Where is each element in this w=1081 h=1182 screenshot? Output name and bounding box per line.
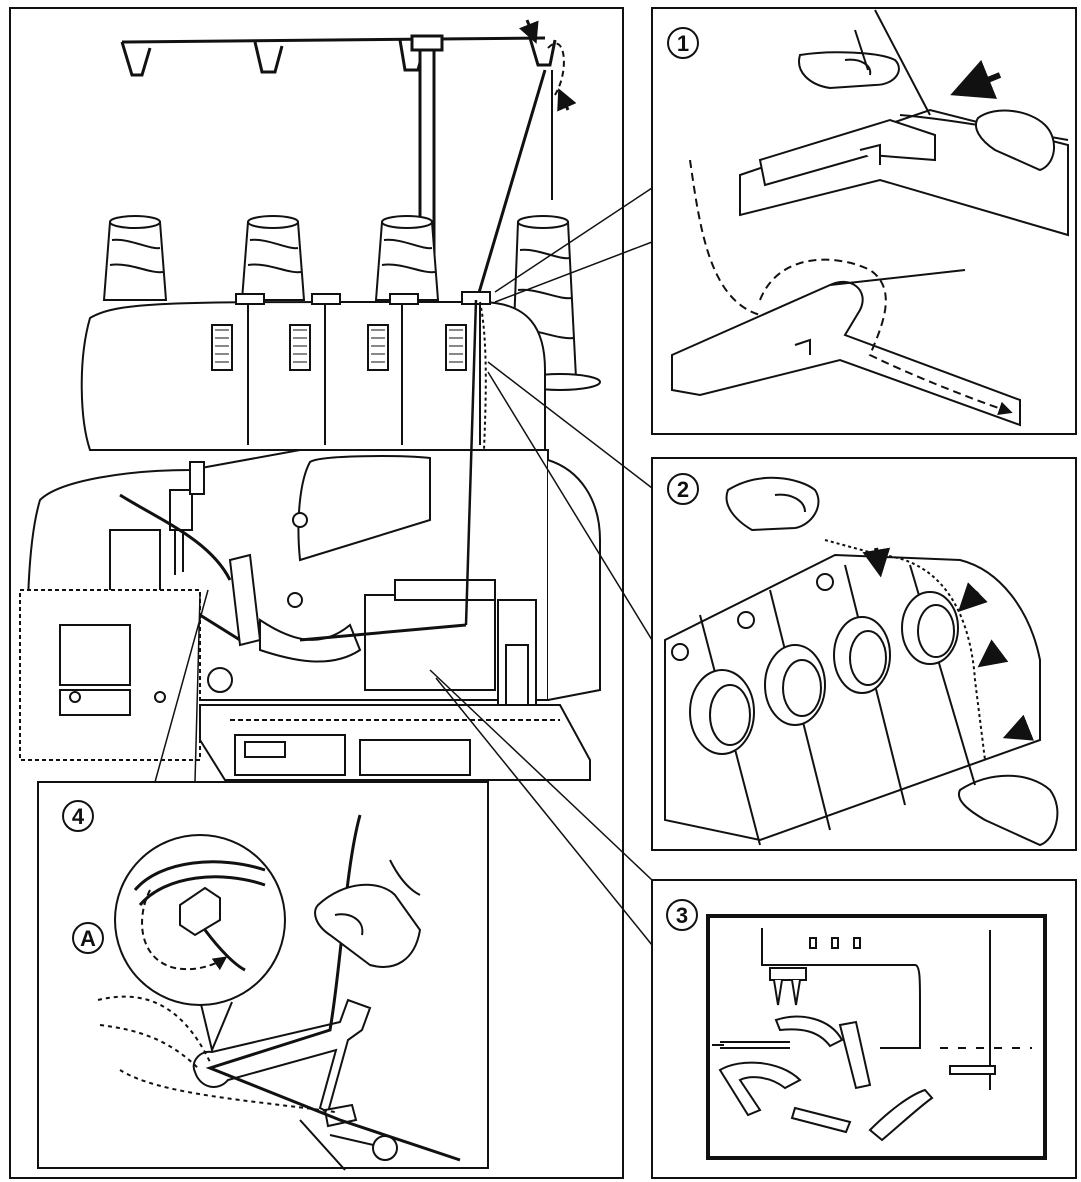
thread-path-top xyxy=(476,19,577,297)
thread-spool-icon xyxy=(240,215,306,301)
magnifier-bubble xyxy=(114,834,286,1054)
lower-looper-drawing xyxy=(192,998,398,1171)
detail-panel-step-3: 3 xyxy=(651,879,1077,1179)
step-2-label: 2 xyxy=(677,477,689,502)
looper-schematic xyxy=(712,928,1032,1142)
thread-spool-icon xyxy=(510,215,601,391)
detail-panel-step-4: 4 A xyxy=(37,781,489,1171)
arrow-icon xyxy=(862,547,1034,741)
hand-icon xyxy=(798,51,1055,172)
detail-panel-step-2: 2 xyxy=(651,457,1077,851)
thread-cones xyxy=(102,215,601,391)
callout-lines xyxy=(154,187,653,946)
looper-area xyxy=(207,299,478,693)
tension-dials-drawing xyxy=(664,553,1041,846)
thread-path-looper-guide xyxy=(97,995,336,1113)
step-4-badge: 4 xyxy=(62,800,94,832)
machine-base xyxy=(19,589,591,781)
step-3-label: 3 xyxy=(676,903,688,928)
thread-path-tension xyxy=(465,301,487,626)
detail-panel-step-1: 1 xyxy=(651,7,1077,435)
step-3-badge: 3 xyxy=(666,899,698,931)
step-2-badge: 2 xyxy=(667,473,699,505)
step-1-badge: 1 xyxy=(667,27,699,59)
detail-a-label: A xyxy=(80,926,96,951)
detail-a-badge: A xyxy=(72,922,104,954)
thread-spool-icon xyxy=(102,215,168,301)
lower-guide-drawing xyxy=(671,269,1021,427)
thread-spool-icon xyxy=(374,215,440,301)
step-4-label: 4 xyxy=(72,804,85,829)
hand-icon xyxy=(314,859,422,968)
machine-upper-housing xyxy=(80,291,546,451)
hand-icon xyxy=(725,476,1059,847)
arrow-icon xyxy=(950,59,1002,99)
step-1-label: 1 xyxy=(677,31,689,56)
thread-path-guide xyxy=(689,159,1010,412)
